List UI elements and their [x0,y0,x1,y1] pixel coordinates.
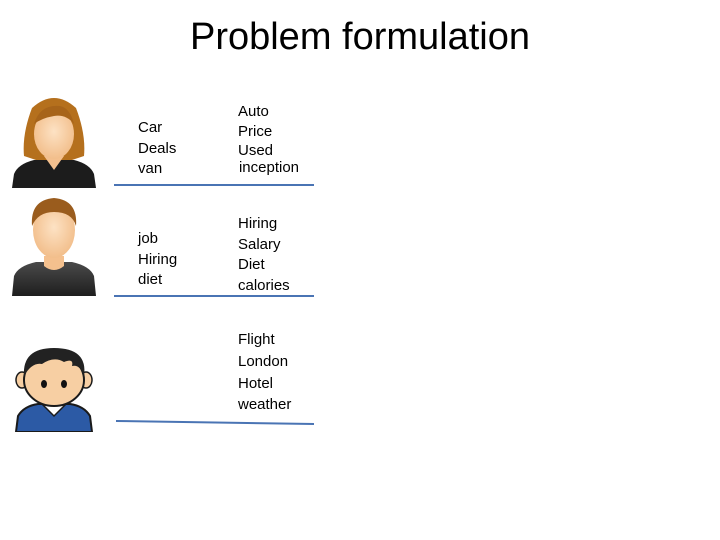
query-word: van [138,160,163,177]
man-avatar-icon [10,196,98,298]
topic-word: weather [238,396,292,414]
topic-word: Diet [238,256,265,273]
user-2-query-words: job Hiring diet [138,229,177,291]
topic-word: Price [238,122,273,140]
separator-line-3 [115,420,315,425]
query-word: Hiring [138,250,178,268]
query-word: diet [138,271,163,288]
topic-word: Auto [238,103,269,120]
topic-word: Salary [238,235,281,253]
topic-word: Hotel [238,374,274,392]
topic-word: Used [238,142,274,159]
slide-title: Problem formulation [189,16,531,58]
user-1-topic-words: Auto Price Used inception [238,102,300,175]
topic-word: inception [238,158,300,176]
woman-avatar-icon [10,94,98,188]
query-word: job [138,230,159,247]
user-3-topic-words: Flight London Hotel weather [238,329,291,416]
query-word: Deals [138,139,177,157]
user-2-topic-words: Hiring Salary Diet calories [238,214,290,296]
user-1-query-words: Car Deals van [138,118,176,180]
topic-word: Flight [238,331,275,348]
topic-word: Hiring [238,215,278,232]
topic-word: London [238,352,289,370]
topic-word: calories [238,276,290,294]
boy-avatar-icon [14,346,94,432]
query-word: Car [138,119,163,136]
